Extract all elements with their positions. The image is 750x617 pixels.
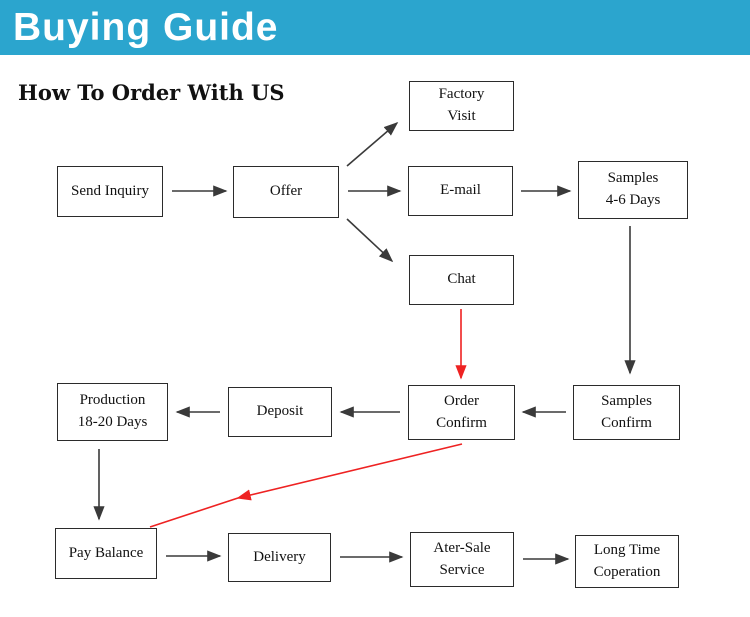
node-pay-balance: Pay Balance xyxy=(55,528,157,579)
node-factory-visit: Factory Visit xyxy=(409,81,514,131)
node-samples-confirm: Samples Confirm xyxy=(573,385,680,440)
node-delivery: Delivery xyxy=(228,533,331,582)
node-chat: Chat xyxy=(409,255,514,305)
node-send-inquiry: Send Inquiry xyxy=(57,166,163,217)
node-long-time-cooperation: Long Time Coperation xyxy=(575,535,679,588)
arrow-orderconfirm-to-paybalance xyxy=(236,443,463,501)
arrow-offer-to-factoryvisit xyxy=(346,121,399,167)
header-bar: Buying Guide xyxy=(0,0,750,55)
node-offer: Offer xyxy=(233,166,339,218)
page-title: Buying Guide xyxy=(13,6,279,49)
node-deposit: Deposit xyxy=(228,387,332,437)
node-samples-4-6-days: Samples 4-6 Days xyxy=(578,161,688,219)
arrow-orderconfirm-to-paybalance-tail xyxy=(149,497,239,528)
node-production: Production 18-20 Days xyxy=(57,383,168,441)
node-email: E-mail xyxy=(408,166,513,216)
node-order-confirm: Order Confirm xyxy=(408,385,515,440)
arrow-offer-to-chat xyxy=(346,218,394,263)
node-after-sale-service: Ater-Sale Service xyxy=(410,532,514,587)
section-heading: How To Order With US xyxy=(18,80,285,105)
